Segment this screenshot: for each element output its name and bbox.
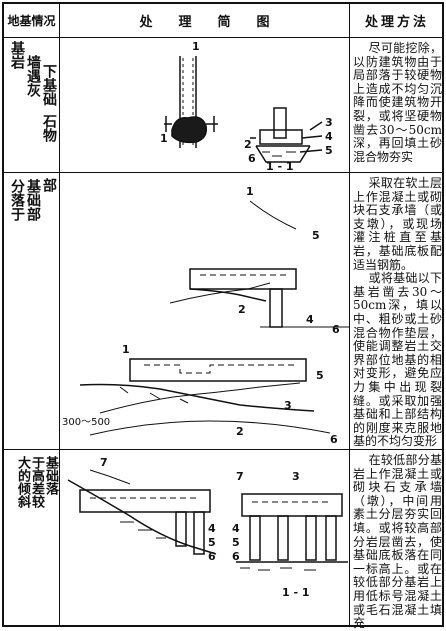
figure-label: 6: [332, 323, 340, 336]
method-text: 采取在软土层上作混凝土或砌块石支承墙（或支墩），或现场灌注桩直至基岩，基础底板配…: [353, 176, 442, 272]
column-divider: [59, 4, 60, 625]
header-condition: 地基情况: [7, 14, 56, 28]
figure-label: 3: [284, 399, 292, 412]
figure-label: 4: [325, 130, 333, 143]
row2-condition: 部 基础部 分落于: [4, 173, 59, 449]
row-divider: [4, 172, 442, 173]
header-method: 处理方法: [364, 15, 429, 30]
figure-label: 6: [232, 550, 240, 563]
figure-label: 5: [325, 144, 333, 157]
header-diagram: 处理简图: [139, 15, 296, 30]
row1-diagram: 1 1 2 3 4 5 6 1 - 1: [160, 40, 333, 172]
method-text: 在较低部分基岩上作混凝土或砌块石支承墙（墩），中间用素土分层夯实回填。或将较高部…: [353, 453, 442, 631]
figure-label: 2: [236, 425, 244, 438]
row3-diagram: 7 4 5 6 7 3 4 5 6 1 - 1: [67, 456, 348, 599]
condition-col: 基础部: [25, 179, 41, 221]
figure-label: 3: [292, 470, 300, 483]
condition-col: 下基础: [41, 64, 57, 106]
method-text: 或将基础以下基岩凿去30～50cm深，填以中、粗砂或土砂混合物作垫层，使能调整岩…: [353, 271, 442, 449]
figure-label: 7: [100, 456, 108, 469]
figure-label: 6: [208, 550, 216, 563]
row3-method: 在较低部分基岩上作混凝土或砌块石支承墙（墩），中间用素土分层夯实回填。或将较高部…: [353, 453, 442, 631]
figure-label: 6: [330, 433, 338, 446]
figure-label: 1: [246, 185, 254, 198]
figure-label: 3: [325, 116, 333, 129]
condition-col: 于高差较: [29, 456, 44, 508]
condition-col: 大的倾斜: [15, 456, 30, 508]
row2-method: 采取在软土层上作混凝土或砌块石支承墙（或支墩），或现场灌注桩直至基岩，基础底板配…: [353, 176, 442, 449]
row1-method: 尽可能挖除，以防建筑物由于局部落于较硬物上造成不均匀沉降而使建筑物开裂，或将坚硬…: [353, 41, 442, 164]
figure-label: 6: [248, 152, 256, 165]
figure-label: 4: [306, 313, 314, 326]
figure-label: 2: [244, 138, 252, 151]
row1-condition: 下基础 墙遇灰 基岩 石物: [4, 38, 59, 172]
condition-col: 基岩: [9, 41, 25, 69]
header-divider: [4, 37, 442, 38]
condition-col: 分落于: [9, 179, 25, 221]
figure-label: 1: [160, 132, 168, 145]
figure-label: 5: [312, 229, 320, 242]
row-divider: [4, 449, 442, 450]
figure-label: 1: [122, 343, 130, 356]
section-label: 1 - 1: [266, 160, 294, 172]
method-text: 尽可能挖除，以防建筑物由于局部落于较硬物上造成不均匀沉降而使建筑物开裂，或将坚硬…: [353, 41, 442, 164]
figure-label: 1: [192, 40, 200, 53]
condition-col: 墙遇灰: [25, 55, 41, 97]
condition-col: 基础落: [43, 456, 58, 495]
condition-col: 部: [41, 178, 57, 192]
condition-col: 石物: [41, 114, 57, 142]
row3-condition: 基础落 于高差较 大的倾斜: [4, 450, 59, 627]
figure-label: 7: [236, 470, 244, 483]
column-divider: [349, 4, 350, 625]
figure-label: 5: [316, 369, 324, 382]
figure-label: 2: [238, 303, 246, 316]
figure-label: 4: [232, 522, 240, 535]
dimension-label: 300～500: [62, 417, 110, 428]
row2-diagram: 1 2 4 5 6 1 2 3 5 6 300～500: [62, 185, 349, 446]
figure-label: 5: [232, 536, 240, 549]
section-label: 1 - 1: [282, 586, 310, 599]
figure-label: 5: [208, 536, 216, 549]
figure-label: 4: [208, 522, 216, 535]
